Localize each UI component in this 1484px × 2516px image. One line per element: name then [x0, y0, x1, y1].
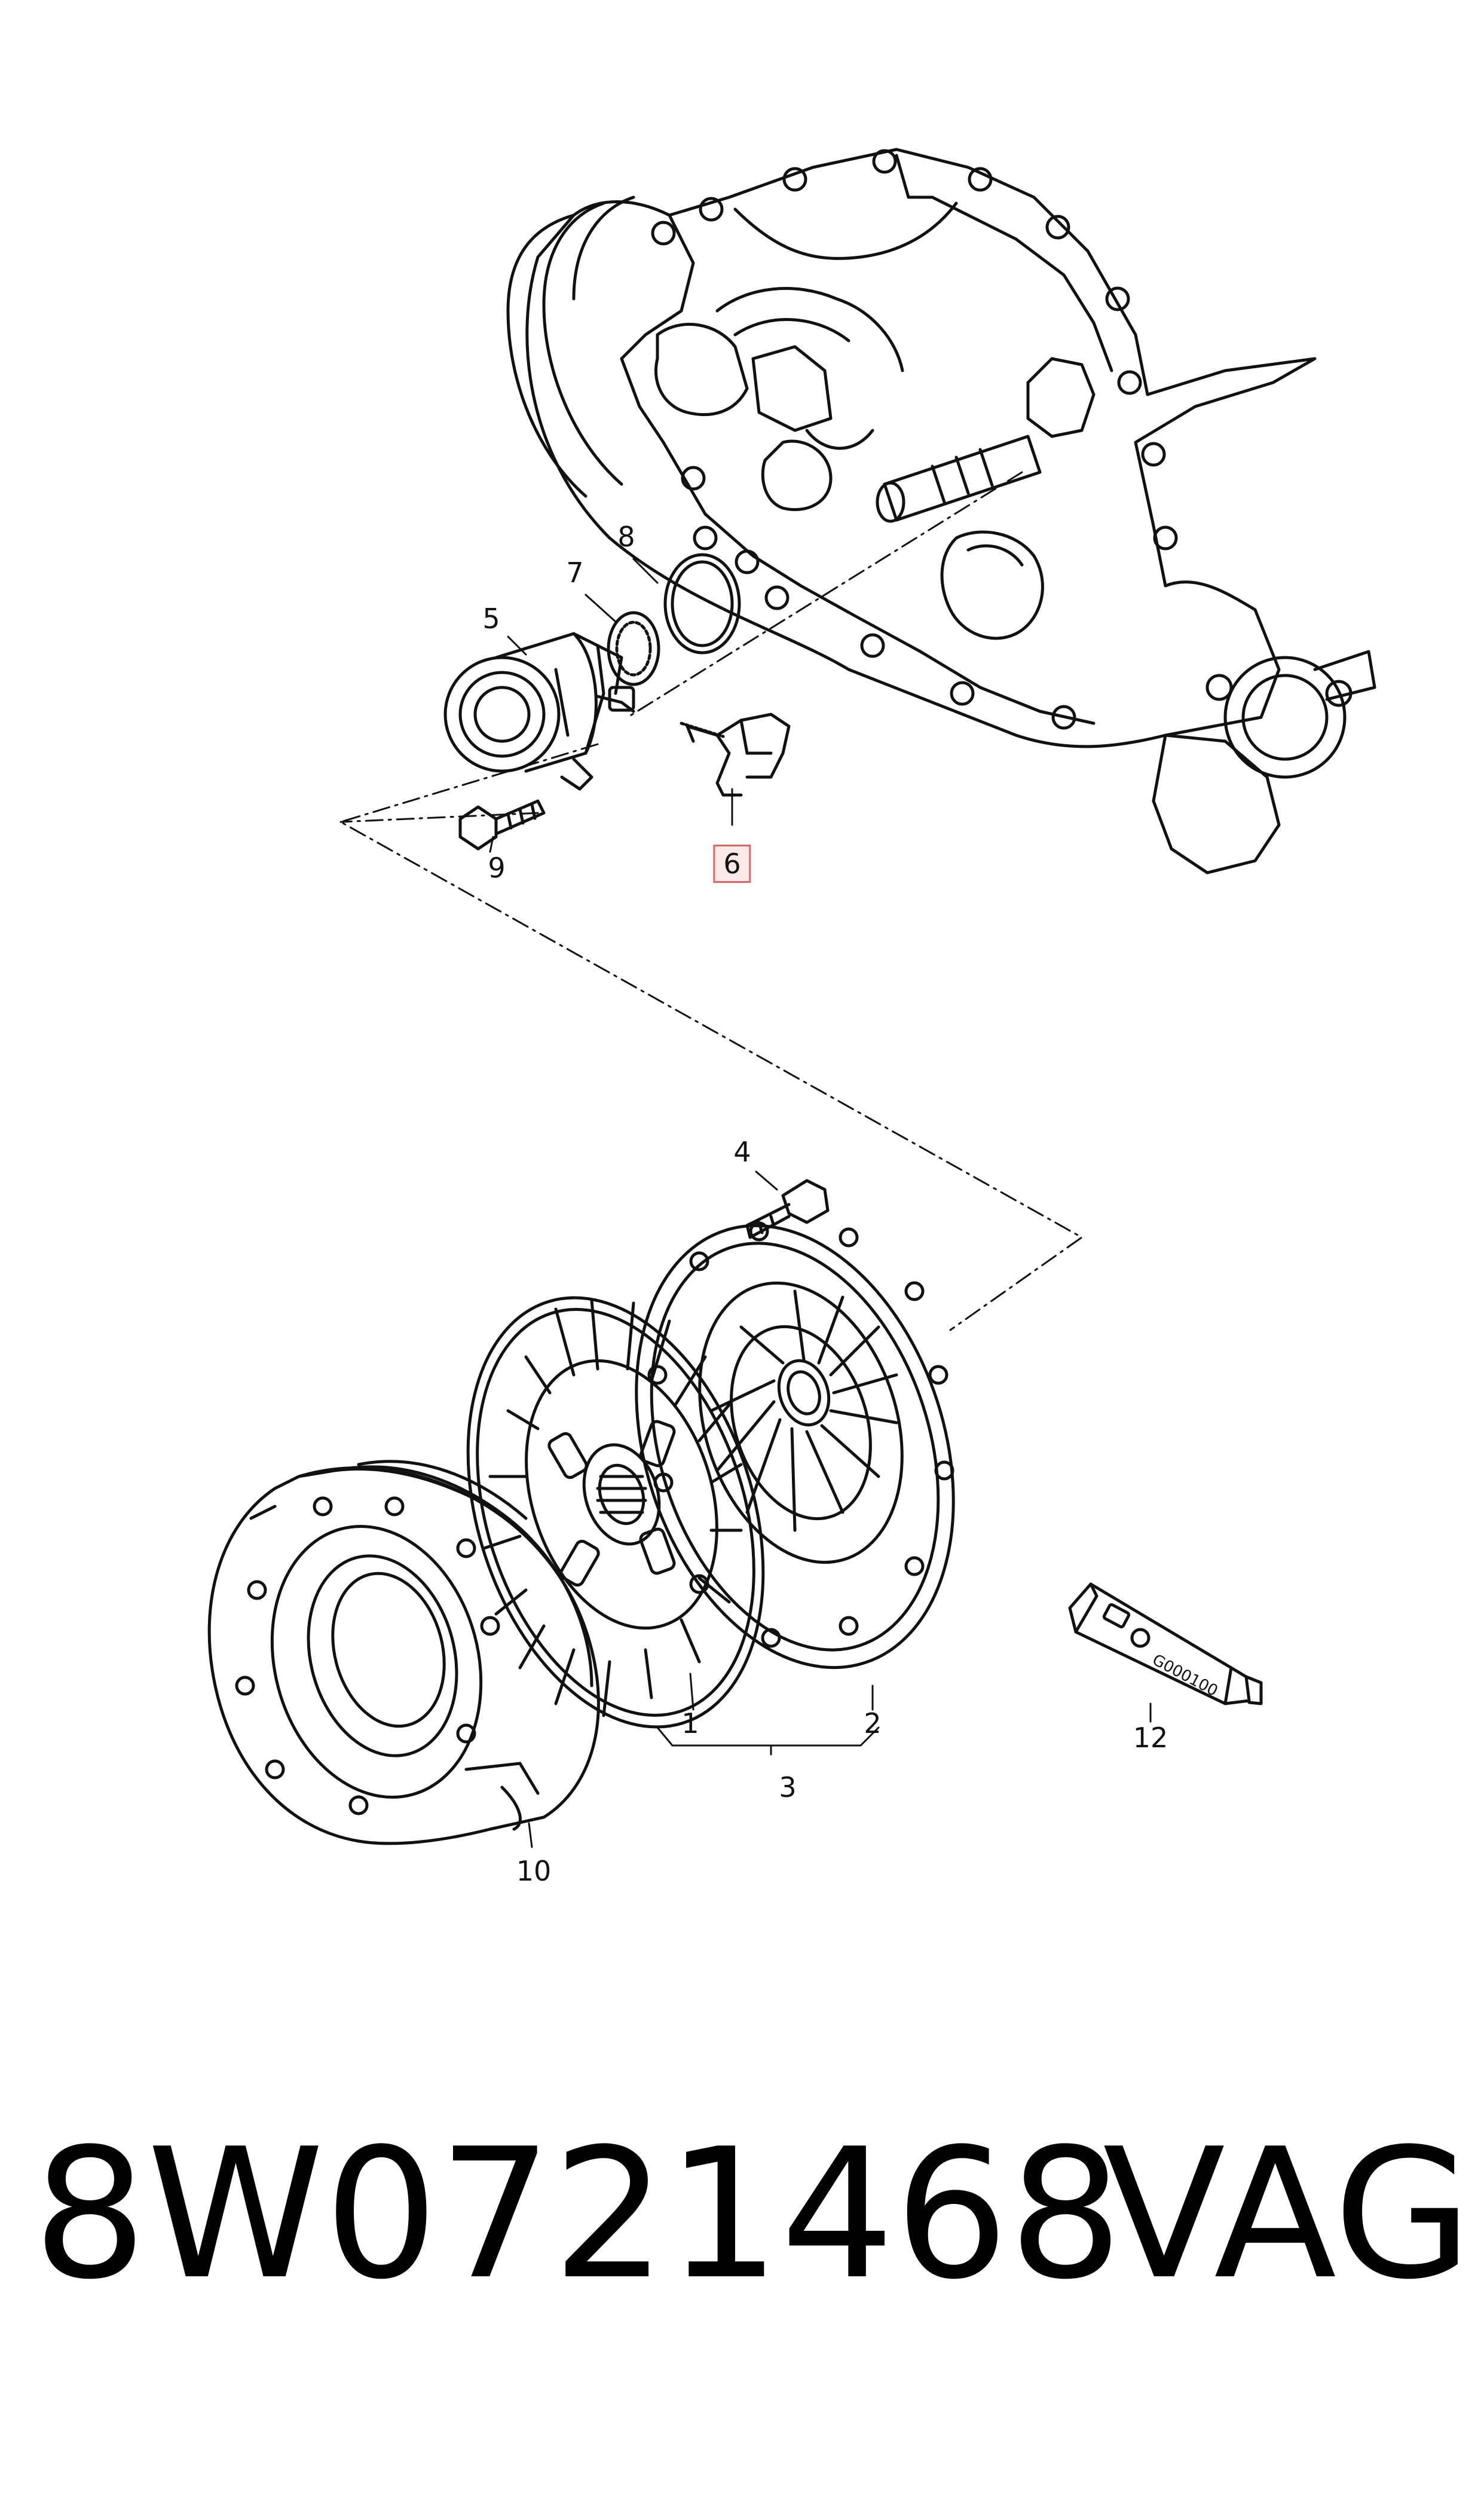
- callout-8: 8: [617, 521, 635, 553]
- bolt-9: [458, 799, 546, 851]
- callout-5: 5: [482, 603, 500, 635]
- grease-tube: [1068, 1582, 1263, 1705]
- bleed-pipe: [596, 695, 635, 713]
- brand-name: VAG: [1103, 2110, 1473, 2319]
- callout-6[interactable]: 6: [713, 845, 751, 883]
- clutch-disc: [466, 1296, 765, 1729]
- alignment-lines: [339, 471, 1083, 1331]
- connector: [686, 713, 791, 797]
- callout-7: 7: [566, 557, 584, 589]
- callout-3: 3: [779, 1771, 797, 1803]
- pressure-plate: [635, 1221, 955, 1670]
- callout-10: 10: [516, 1855, 552, 1887]
- o-ring: [663, 553, 741, 655]
- part-number: 8W0721468: [33, 2110, 1123, 2319]
- shim-washer: [607, 611, 660, 686]
- callout-12: 12: [1133, 1722, 1168, 1754]
- callout-2: 2: [864, 1707, 882, 1740]
- callout-4: 4: [733, 1136, 751, 1168]
- flywheel: [207, 1460, 600, 1845]
- leader-lines: [489, 558, 1152, 1848]
- gearbox-housing: [506, 148, 1376, 875]
- callout-1: 1: [681, 1707, 699, 1740]
- callout-9: 9: [488, 852, 506, 884]
- release-bearing: [443, 632, 623, 791]
